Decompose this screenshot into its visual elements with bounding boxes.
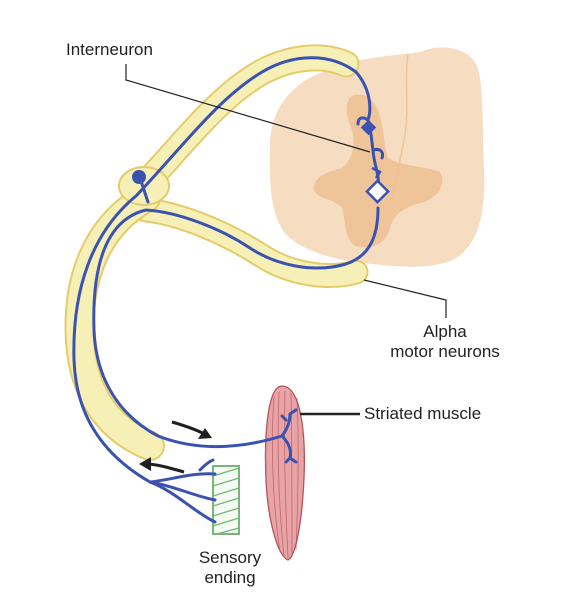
sensory-branch-top [148, 472, 217, 484]
striated-muscle [264, 385, 305, 561]
sensory-label-line-2: ending [204, 568, 256, 587]
muscle-spindle [212, 465, 240, 535]
interneuron-label: Interneuron [66, 40, 153, 59]
sensory-ending [212, 465, 240, 535]
leader-lines [125, 64, 447, 416]
spinal-cord [269, 47, 485, 267]
sensory-afferent-fiber [72, 56, 372, 484]
alpha-label-line-1: Alpha [423, 322, 467, 341]
cell-bodies [132, 119, 390, 204]
alpha-motor-neurons-label: Alpha motor neurons [350, 322, 540, 362]
motor-branch-upper [280, 412, 292, 438]
signal-arrows [139, 420, 212, 474]
sensory-branch-middle [148, 480, 217, 502]
synapse-marker [371, 166, 382, 179]
afferent-arrow [145, 462, 185, 474]
sensory-label-line-1: Sensory [198, 548, 262, 567]
sensory-ending-label: Sensory ending [150, 548, 310, 588]
alpha-label-line-2: motor neurons [390, 342, 500, 361]
sensory-branch-lower [148, 480, 217, 524]
striated-muscle-label: Striated muscle [364, 404, 482, 423]
motor-branch-lower [280, 434, 292, 460]
sensory-branch-bottom [198, 458, 215, 472]
alpha-motor-leader [363, 279, 447, 318]
alpha-motor-neuron-cell-body [365, 179, 390, 204]
interneuron-leader [125, 64, 371, 153]
ganglion-cell-body [132, 170, 146, 184]
muscle-fibers [272, 390, 299, 559]
motor-efferent-fiber [92, 206, 380, 448]
